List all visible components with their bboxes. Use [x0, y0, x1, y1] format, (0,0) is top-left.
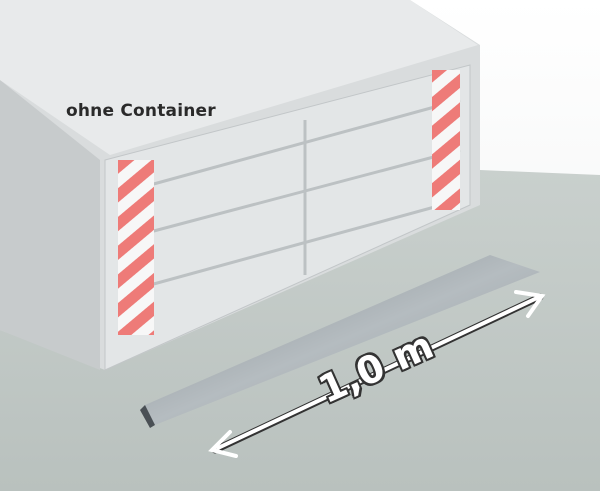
- ramp: [140, 255, 540, 428]
- container-note-label: ohne Container: [66, 101, 216, 121]
- warning-stripe-left: [118, 160, 154, 335]
- warning-stripe-right: [432, 70, 460, 210]
- container-frame: [0, 0, 480, 371]
